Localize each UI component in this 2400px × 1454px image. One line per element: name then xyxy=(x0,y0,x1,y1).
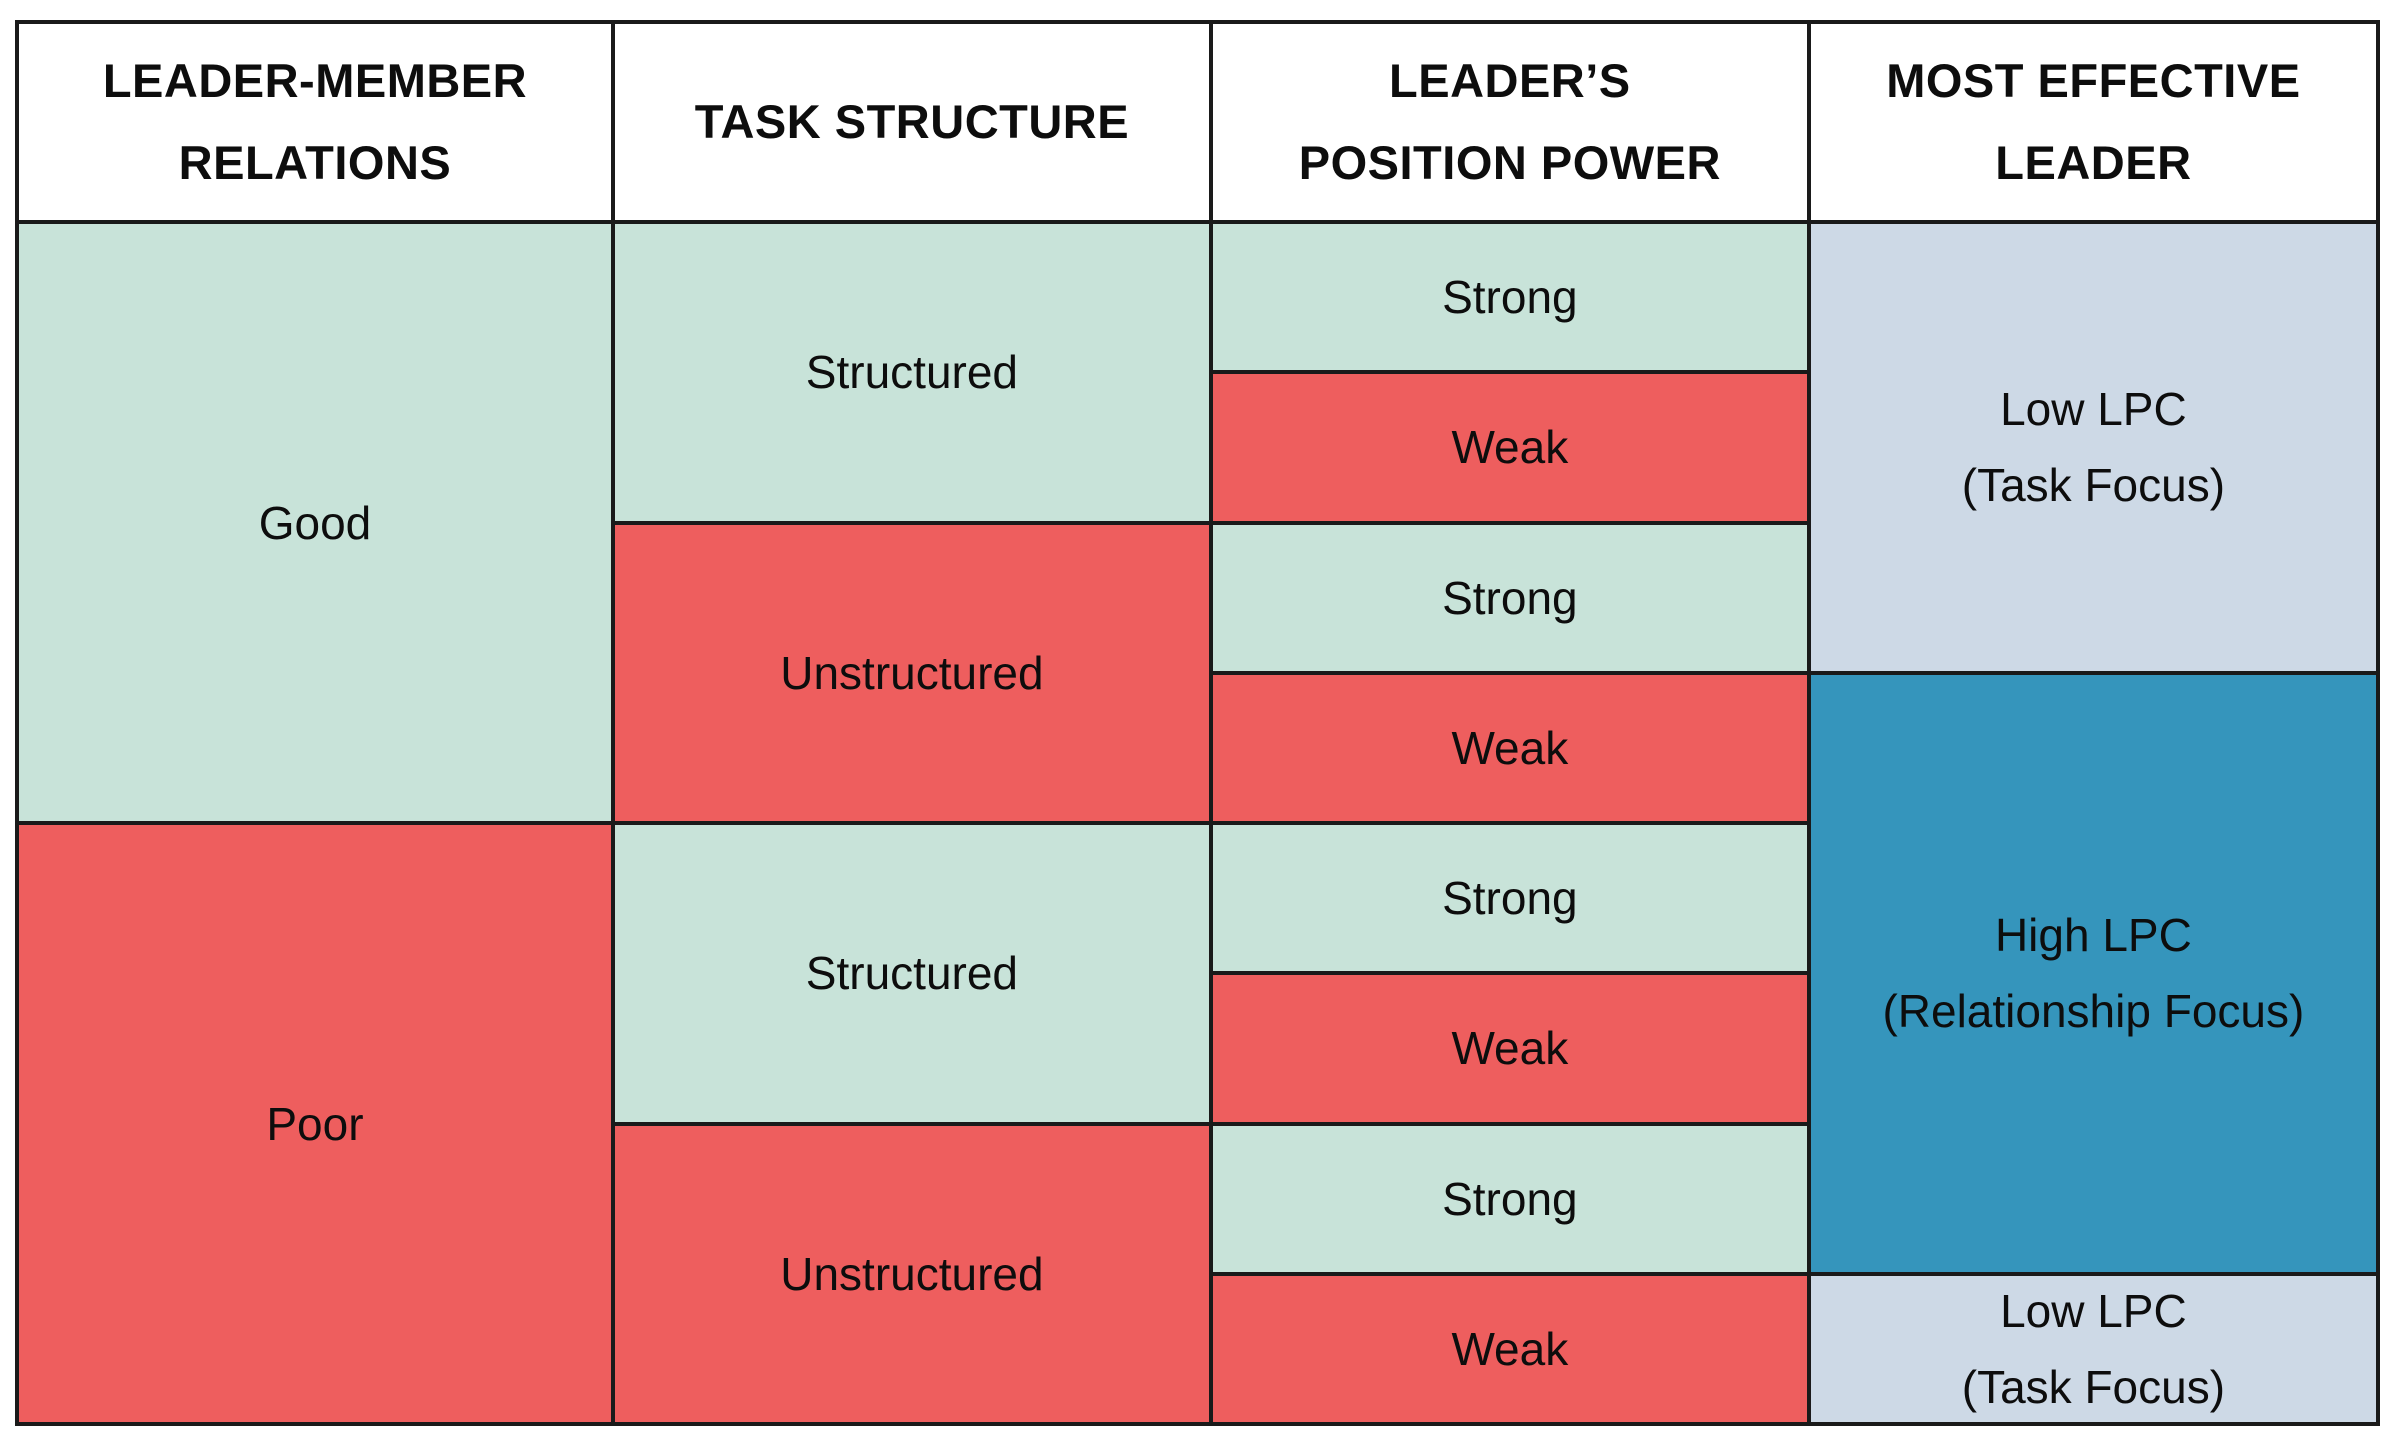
cell-leader-low-lpc-bottom: Low LPC (Task Focus) xyxy=(1810,1275,2376,1422)
text-line: (Task Focus) xyxy=(1961,459,2226,512)
cell-power-strong-2: Strong xyxy=(1212,524,1807,671)
cell-power-weak-2: Weak xyxy=(1212,674,1807,821)
cell-power-weak-4: Weak xyxy=(1212,1275,1807,1422)
cell-task-structured-1: Structured xyxy=(614,224,1209,521)
text-line: Low LPC xyxy=(2000,383,2187,436)
text-line: LEADER xyxy=(1995,136,2192,189)
cell-task-structured-2: Structured xyxy=(614,825,1209,1122)
cell-power-weak-1: Weak xyxy=(1212,374,1807,521)
text-line: (Task Focus) xyxy=(1961,1360,2226,1413)
header-most-effective-leader: MOST EFFECTIVE LEADER xyxy=(1810,24,2376,220)
cell-leader-high-lpc: High LPC (Relationship Focus) xyxy=(1810,674,2376,1272)
text-line: TASK STRUCTURE xyxy=(694,95,1130,148)
cell-task-unstructured-1: Unstructured xyxy=(614,524,1209,821)
cell-task-unstructured-2: Unstructured xyxy=(614,1125,1209,1422)
header-leader-member-relations: LEADER-MEMBER RELATIONS xyxy=(19,24,611,220)
cell-power-strong-1: Strong xyxy=(1212,224,1807,371)
text-line: LEADER’S xyxy=(1389,54,1631,107)
cell-power-strong-3: Strong xyxy=(1212,825,1807,972)
cell-leader-low-lpc-top: Low LPC (Task Focus) xyxy=(1810,224,2376,671)
text-line: (Relationship Focus) xyxy=(1882,985,2305,1038)
text-line: Low LPC xyxy=(2000,1284,2187,1337)
text-line: LEADER-MEMBER xyxy=(102,54,528,107)
cell-relations-good: Good xyxy=(19,224,611,821)
contingency-model-table: LEADER-MEMBER RELATIONS TASK STRUCTURE LE… xyxy=(15,20,2380,1426)
cell-power-weak-3: Weak xyxy=(1212,975,1807,1122)
cell-relations-poor: Poor xyxy=(19,825,611,1422)
cell-power-strong-4: Strong xyxy=(1212,1125,1807,1272)
header-task-structure: TASK STRUCTURE xyxy=(614,24,1209,220)
text-line: RELATIONS xyxy=(178,136,452,189)
text-line: POSITION POWER xyxy=(1298,136,1721,189)
header-leaders-position-power: LEADER’S POSITION POWER xyxy=(1212,24,1807,220)
text-line: High LPC xyxy=(1994,909,2192,962)
text-line: MOST EFFECTIVE xyxy=(1886,54,2301,107)
